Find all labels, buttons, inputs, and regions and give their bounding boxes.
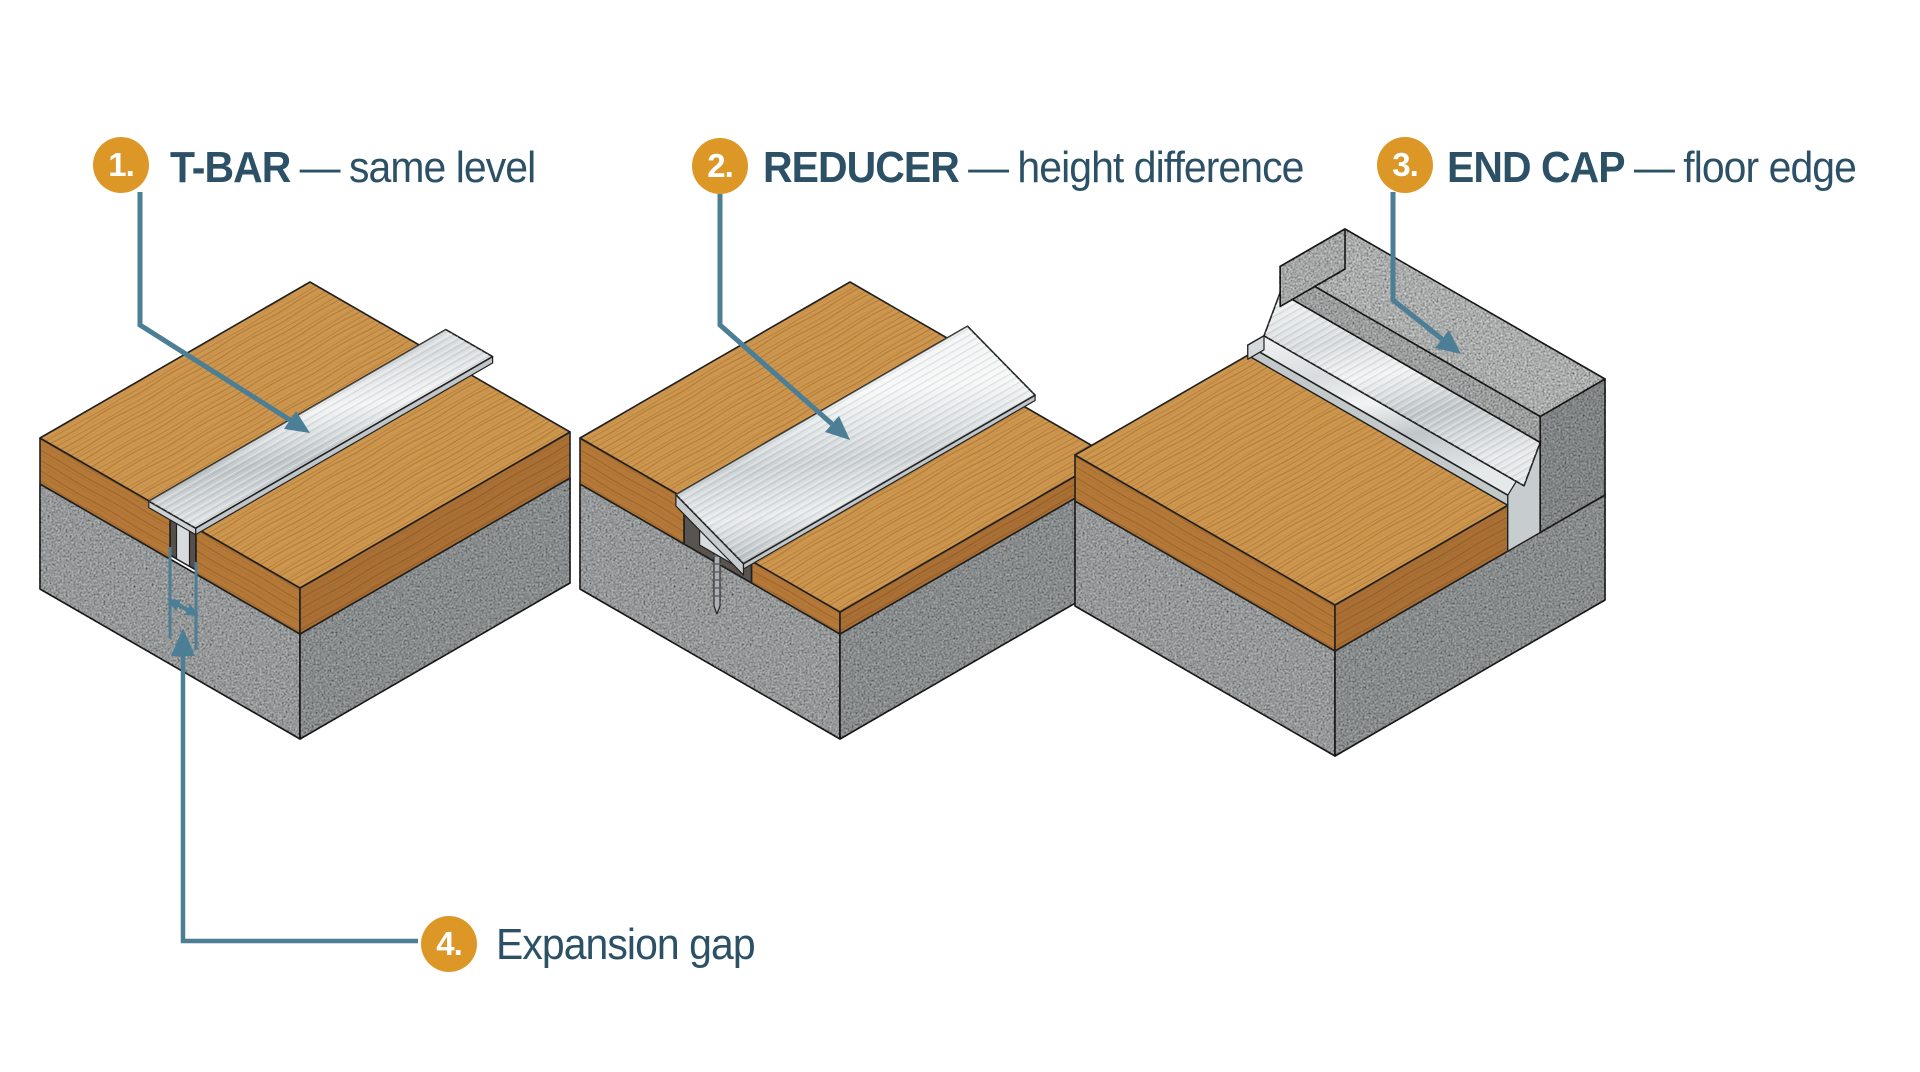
caption-t-bar-description: same level: [348, 143, 536, 192]
caption-end-cap-term: END CAP: [1447, 143, 1626, 192]
caption-t-bar-dash: —: [299, 143, 341, 192]
t-bar-diagram: [39, 281, 571, 740]
caption-end-cap: END CAP—floor edge: [1447, 139, 1857, 197]
caption-end-cap-dash: —: [1633, 143, 1675, 192]
leader-arrowhead-up: [171, 628, 195, 656]
caption-expansion-gap: Expansion gap: [496, 916, 756, 974]
badge-2-number: 2.: [707, 147, 734, 184]
caption-reducer-description: height difference: [1017, 143, 1304, 192]
caption-t-bar-term: T-BAR: [170, 143, 291, 192]
badge-3: 3.: [1377, 137, 1433, 193]
pointer-arrowhead-t-bar: [284, 411, 310, 433]
reducer-brushed-finish: [675, 326, 1036, 564]
caption-expansion-gap-description: Expansion gap: [496, 920, 756, 969]
badge-4-number: 4.: [436, 925, 463, 962]
caption-reducer: REDUCER—height difference: [763, 139, 1304, 197]
pointer-line-t-bar: [137, 192, 292, 423]
leader-line-expansion-gap: [180, 654, 418, 944]
caption-reducer-dash: —: [968, 143, 1009, 192]
end-cap-brushed-finish: [1264, 292, 1541, 486]
badge-1-number: 1.: [108, 146, 135, 183]
reducer-diagram: [579, 281, 1111, 740]
badge-1: 1.: [93, 137, 149, 193]
dimension-arrowhead-left: [167, 599, 181, 611]
pointer-line-end-cap: [1390, 192, 1444, 341]
t-bar-brushed-finish: [148, 329, 493, 529]
caption-t-bar: T-BAR—same level: [170, 139, 536, 197]
wall-step-end-face: [1279, 228, 1346, 308]
pointer-arrowhead-end-cap: [1435, 330, 1461, 354]
caption-end-cap-description: floor edge: [1683, 143, 1857, 192]
end-cap-diagram: [1074, 228, 1606, 757]
caption-reducer-term: REDUCER: [763, 143, 960, 192]
pointer-line-reducer: [717, 194, 834, 426]
end-cap-left-end: [1247, 335, 1265, 360]
dimension-arrowhead-right: [185, 604, 199, 616]
annotation-arrows: [137, 192, 1461, 440]
expansion-gap-annotation: [167, 547, 418, 944]
dimension-extension-lines: [168, 547, 198, 650]
badge-2: 2.: [692, 138, 748, 194]
pointer-arrowhead-reducer: [825, 416, 850, 440]
badge-4: 4.: [421, 916, 477, 972]
badge-3-number: 3.: [1392, 146, 1419, 183]
